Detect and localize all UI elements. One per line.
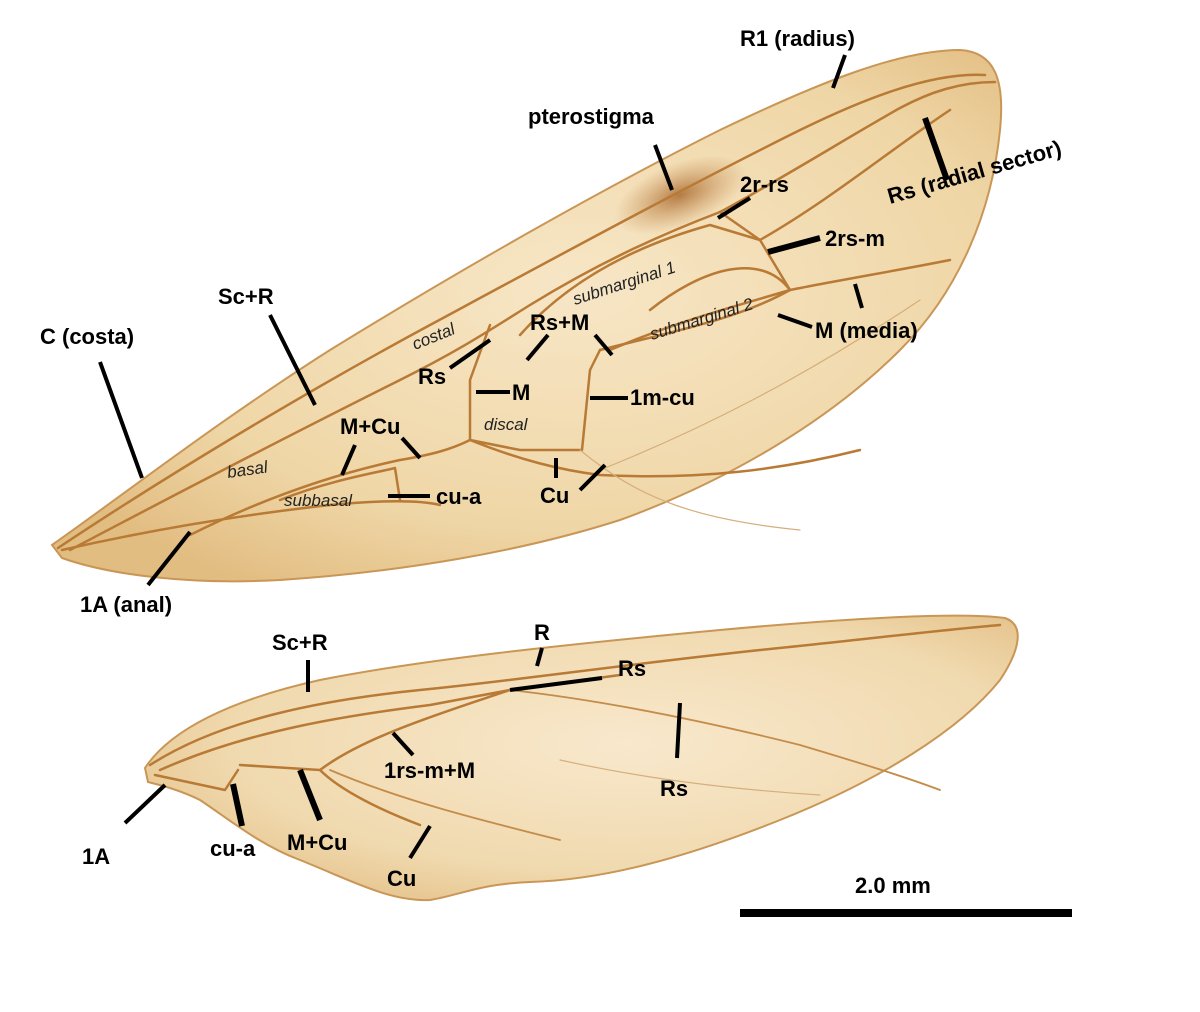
forewing-membrane bbox=[50, 48, 1003, 583]
scale-bar: 2.0 mm bbox=[740, 873, 1072, 917]
cell-subbasal: subbasal bbox=[284, 491, 353, 510]
leader-m-media-2 bbox=[777, 313, 813, 329]
vein-r1 bbox=[718, 80, 997, 214]
leader-rs-m-right bbox=[593, 333, 614, 357]
leader-hw-cu bbox=[408, 824, 432, 860]
leader-r1 bbox=[831, 54, 847, 89]
label-m-media: M (media) bbox=[815, 318, 918, 343]
hw-vein-m bbox=[329, 769, 561, 841]
label-r1-radius: R1 (radius) bbox=[740, 26, 855, 51]
leader-lines bbox=[98, 54, 950, 860]
vein-rs-m bbox=[468, 323, 602, 452]
label-hw-m-cu: M+Cu bbox=[287, 830, 348, 855]
leader-hw-rs-top bbox=[509, 676, 603, 692]
leader-hw-cu-a bbox=[230, 783, 245, 827]
label-rs-left: Rs bbox=[418, 364, 446, 389]
cell-discal: discal bbox=[484, 415, 529, 434]
leader-m-media-1 bbox=[853, 283, 864, 309]
leader-m-cu-left bbox=[340, 444, 357, 476]
hindwing-labels: Sc+R R Rs Rs 1rs-m+M 1A cu-a M+Cu Cu bbox=[82, 620, 688, 891]
hw-vein-faint bbox=[559, 759, 821, 796]
leader-costa bbox=[98, 361, 144, 479]
label-m: M bbox=[512, 380, 530, 405]
leader-2r-rs bbox=[716, 196, 752, 220]
scale-bar-line bbox=[740, 909, 1072, 917]
leader-rs bbox=[922, 116, 950, 182]
vein-faint-1 bbox=[599, 299, 921, 471]
leader-1a-anal bbox=[146, 530, 192, 587]
label-cu: Cu bbox=[540, 483, 569, 508]
label-c-costa: C (costa) bbox=[40, 324, 134, 349]
leader-hw-rs-bottom bbox=[675, 702, 682, 759]
hw-vein-rs bbox=[509, 689, 941, 791]
leader-pterostigma bbox=[653, 144, 674, 191]
vein-submarginal bbox=[518, 223, 792, 352]
label-sc-r: Sc+R bbox=[218, 284, 274, 309]
label-1m-cu: 1m-cu bbox=[630, 385, 695, 410]
label-hw-cu-a: cu-a bbox=[210, 836, 256, 861]
label-hw-rs-top: Rs bbox=[618, 656, 646, 681]
hw-vein-1rs-m bbox=[238, 688, 512, 772]
hindwing-membrane bbox=[143, 614, 1019, 902]
leader-rs-left bbox=[448, 338, 492, 370]
label-hw-r: R bbox=[534, 620, 550, 645]
leader-cu-right bbox=[578, 463, 607, 492]
vein-2rs-m bbox=[648, 267, 792, 312]
leader-m-cu-right bbox=[400, 436, 422, 460]
vein-m-cu bbox=[188, 438, 472, 537]
label-pterostigma: pterostigma bbox=[528, 104, 655, 129]
label-hw-sc-r: Sc+R bbox=[272, 630, 328, 655]
leader-2rs-m bbox=[767, 235, 821, 255]
forewing bbox=[50, 48, 1003, 583]
label-cu-a: cu-a bbox=[436, 484, 482, 509]
label-hw-cu: Cu bbox=[387, 866, 416, 891]
label-1a-anal: 1A (anal) bbox=[80, 592, 172, 617]
hindwing bbox=[143, 614, 1019, 902]
leader-sc-r bbox=[268, 314, 317, 406]
label-2r-rs: 2r-rs bbox=[740, 172, 789, 197]
hw-vein-cu-a bbox=[153, 768, 240, 792]
vein-1a bbox=[60, 500, 442, 552]
hw-vein-sc-r bbox=[158, 673, 622, 772]
leader-hw-1rs-m bbox=[391, 731, 415, 757]
vein-sc-r bbox=[68, 210, 722, 552]
label-m-cu: M+Cu bbox=[340, 414, 401, 439]
label-hw-1a: 1A bbox=[82, 844, 110, 869]
label-rs-m: Rs+M bbox=[530, 310, 589, 335]
leader-hw-r bbox=[535, 647, 544, 667]
vein-cu bbox=[468, 438, 862, 478]
leader-hw-1a bbox=[123, 783, 167, 825]
label-2rs-m: 2rs-m bbox=[825, 226, 885, 251]
leader-rs-m-left bbox=[525, 333, 550, 362]
vein-costa bbox=[56, 73, 987, 550]
hw-vein-cu bbox=[318, 768, 422, 827]
label-hw-rs-bottom: Rs bbox=[660, 776, 688, 801]
scale-label: 2.0 mm bbox=[855, 873, 931, 898]
hw-vein-costa bbox=[148, 623, 1002, 767]
leader-hw-m-cu bbox=[297, 768, 323, 822]
vein-cu-a bbox=[278, 466, 402, 502]
label-hw-1rs-m: 1rs-m+M bbox=[384, 758, 475, 783]
